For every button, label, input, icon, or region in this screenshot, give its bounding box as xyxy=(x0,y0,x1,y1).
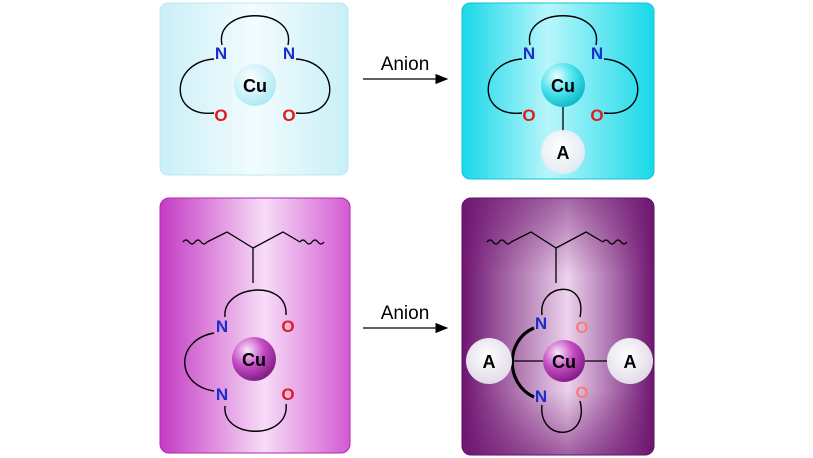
ligand-left-loop xyxy=(179,58,215,114)
nitrogen-label-top: N xyxy=(216,317,228,336)
arrow-label: Anion xyxy=(381,54,430,75)
anion-sphere xyxy=(541,130,585,174)
backbone-wavy-right xyxy=(602,239,628,245)
backbone-wavy-left xyxy=(182,239,208,245)
copper-label: Cu xyxy=(243,76,267,96)
nitrogen-label-right: N xyxy=(283,44,295,63)
backbone-wavy-right xyxy=(299,239,325,245)
backbone-bond-right xyxy=(252,231,301,249)
ligand-left-loop xyxy=(487,58,523,114)
ligand-upper-loop xyxy=(224,289,287,318)
anion-sphere-right xyxy=(607,338,653,384)
nitrogen-label-bottom: N xyxy=(535,387,547,406)
arrow-bottom: Anion xyxy=(363,303,449,334)
copper-sphere xyxy=(541,63,585,107)
copper-label: Cu xyxy=(242,350,266,370)
anion-label-left: A xyxy=(483,352,496,372)
ligand-bold-arc xyxy=(510,326,535,399)
anion-label: A xyxy=(557,143,570,163)
copper-sphere xyxy=(543,340,585,382)
backbone-bond-left xyxy=(206,231,254,249)
panel-shade xyxy=(462,198,654,455)
arrow-label: Anion xyxy=(381,303,430,324)
oxygen-label-left: O xyxy=(214,106,227,125)
oxygen-label-bottom: O xyxy=(575,383,588,402)
ligand-left-loop xyxy=(184,332,215,392)
panel-background xyxy=(159,197,351,454)
arrow-top: Anion xyxy=(363,54,449,85)
ligand-lower-loop xyxy=(224,403,287,432)
copper-label: Cu xyxy=(551,76,575,96)
oxygen-label-right: O xyxy=(590,106,603,125)
nitrogen-label-top: N xyxy=(535,314,547,333)
nitrogen-label-left: N xyxy=(215,44,227,63)
oxygen-label-left: O xyxy=(522,106,535,125)
panel-top-right: Cu A N N O O xyxy=(461,2,655,180)
nitrogen-label-bottom: N xyxy=(216,385,228,404)
panel-top-left: Cu N N O O xyxy=(159,2,349,176)
ligand-upper-loop xyxy=(541,288,582,318)
anion-sphere-left xyxy=(466,338,512,384)
anion-label-right: A xyxy=(624,352,637,372)
copper-label: Cu xyxy=(552,352,576,372)
panel-bottom-left: Cu N N O O xyxy=(159,197,351,454)
ligand-right-loop xyxy=(603,58,639,114)
oxygen-label-top: O xyxy=(575,318,588,337)
backbone-wavy-left xyxy=(486,239,512,245)
copper-sphere xyxy=(232,337,276,381)
ligand-top-loop xyxy=(528,15,598,46)
oxygen-label-right: O xyxy=(282,106,295,125)
backbone-bond-right xyxy=(555,231,604,249)
ligand-lower-loop xyxy=(541,400,582,433)
oxygen-label-bottom: O xyxy=(281,385,294,404)
ligand-right-loop xyxy=(295,58,331,114)
panel-bottom-right: A A Cu N N O O xyxy=(461,197,655,456)
backbone-bond-left xyxy=(510,231,557,249)
oxygen-label-top: O xyxy=(281,317,294,336)
nitrogen-label-right: N xyxy=(591,44,603,63)
ligand-top-loop xyxy=(220,15,290,46)
copper-sphere xyxy=(234,64,276,106)
nitrogen-label-left: N xyxy=(523,44,535,63)
